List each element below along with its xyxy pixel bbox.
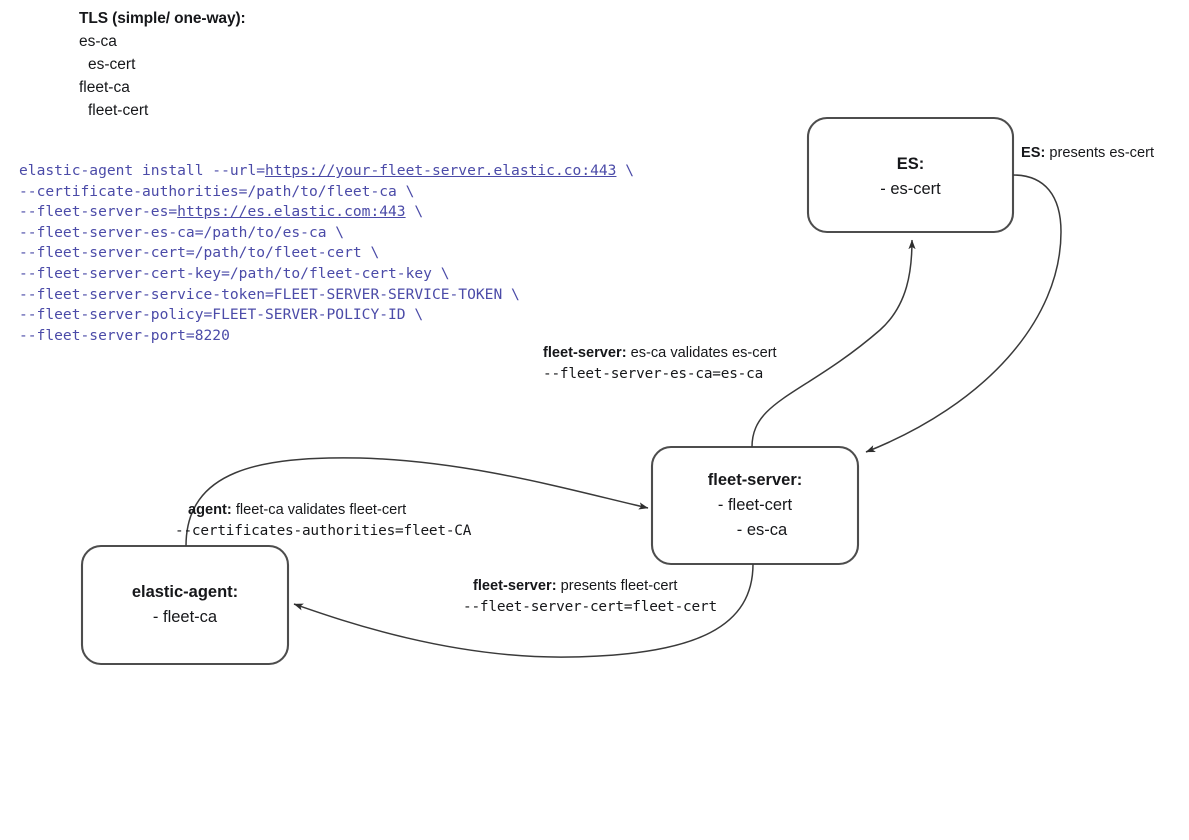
edge-label-agent-validates-mono: --certificates-authorities=fleet-CA: [175, 523, 472, 539]
install-command-link-0-1[interactable]: https://your-fleet-server.elastic.co:443: [265, 162, 617, 179]
tls-note-line-3: fleet-cert: [88, 102, 149, 119]
install-command-text-2-0: --fleet-server-es=: [19, 203, 178, 221]
install-command-line-1: --certificate-authorities=/path/to/fleet…: [19, 182, 634, 203]
connector-es-to-fleet-server: [865, 174, 1062, 453]
node-box-fleet-server[interactable]: [650, 445, 860, 566]
edge-label-agent-validates-text: fleet-ca validates fleet-cert: [231, 502, 407, 518]
install-command-text-3-0: --fleet-server-es-ca=/path/to/es-ca \: [19, 223, 345, 241]
install-command-line-8: --fleet-server-port=8220: [19, 326, 634, 347]
install-command-text-2-2: \: [405, 203, 424, 221]
install-command-text-0-0: elastic-agent install --url=: [19, 162, 266, 179]
install-command-line-7: --fleet-server-policy=FLEET-SERVER-POLIC…: [19, 305, 634, 326]
connector-agent-to-fleet-server: [185, 457, 649, 547]
install-command-line-0: elastic-agent install --url=https://your…: [19, 161, 634, 182]
edge-label-fleet-validates-actor: fleet-server:: [543, 345, 627, 361]
connector-fleet-server-to-agent: [293, 563, 754, 658]
tls-note-title: TLS (simple/ one-way):: [79, 10, 246, 27]
install-command-text-6-0: --fleet-server-service-token=FLEET-SERVE…: [19, 285, 520, 303]
edge-label-agent-validates-actor: agent:: [188, 502, 232, 518]
install-command-line-2: --fleet-server-es=https://es.elastic.com…: [19, 202, 634, 223]
install-command-line-3: --fleet-server-es-ca=/path/to/es-ca \: [19, 223, 634, 244]
connector-fleet-server-to-es: [751, 239, 916, 448]
tls-note-line-2: fleet-ca: [79, 79, 130, 96]
edge-label-fleet-presents: fleet-server: presents fleet-cert --flee…: [463, 576, 717, 618]
install-command-text-1-0: --certificate-authorities=/path/to/fleet…: [19, 182, 415, 200]
install-command-link-2-1[interactable]: https://es.elastic.com:443: [177, 203, 406, 221]
install-command-text-0-2: \: [616, 162, 635, 179]
install-command-line-6: --fleet-server-service-token=FLEET-SERVE…: [19, 285, 634, 306]
install-command-block: elastic-agent install --url=https://your…: [19, 161, 634, 346]
install-command-line-5: --fleet-server-cert-key=/path/to/fleet-c…: [19, 264, 634, 285]
edge-label-fleet-presents-mono: --fleet-server-cert=fleet-cert: [463, 599, 717, 615]
tls-note-block: TLS (simple/ one-way): es-ca es-cert fle…: [79, 7, 246, 122]
edge-label-es-presents-text: presents es-cert: [1045, 145, 1155, 161]
node-box-elastic-agent[interactable]: [80, 544, 290, 666]
edge-label-es-presents-actor: ES:: [1021, 145, 1046, 161]
tls-note-line-0: es-ca: [79, 33, 117, 50]
edge-label-fleet-validates-mono: --fleet-server-es-ca=es-ca: [543, 366, 764, 382]
install-command-text-7-0: --fleet-server-policy=FLEET-SERVER-POLIC…: [19, 306, 424, 324]
install-command-line-4: --fleet-server-cert=/path/to/fleet-cert …: [19, 243, 634, 264]
edge-label-es-presents: ES: presents es-cert: [1021, 143, 1154, 164]
edge-label-agent-validates: agent: fleet-ca validates fleet-cert --c…: [175, 500, 471, 542]
install-command-text-5-0: --fleet-server-cert-key=/path/to/fleet-c…: [19, 264, 450, 282]
edge-label-fleet-presents-actor: fleet-server:: [473, 578, 557, 594]
edge-label-fleet-validates-text: es-ca validates es-cert: [626, 345, 777, 361]
install-command-text-8-0: --fleet-server-port=8220: [19, 326, 230, 344]
edge-label-fleet-presents-text: presents fleet-cert: [556, 578, 678, 594]
node-box-es[interactable]: [806, 116, 1015, 234]
install-command-text-4-0: --fleet-server-cert=/path/to/fleet-cert …: [19, 244, 380, 262]
tls-note-line-1: es-cert: [88, 56, 136, 73]
edge-label-fleet-validates: fleet-server: es-ca validates es-cert --…: [543, 343, 777, 385]
